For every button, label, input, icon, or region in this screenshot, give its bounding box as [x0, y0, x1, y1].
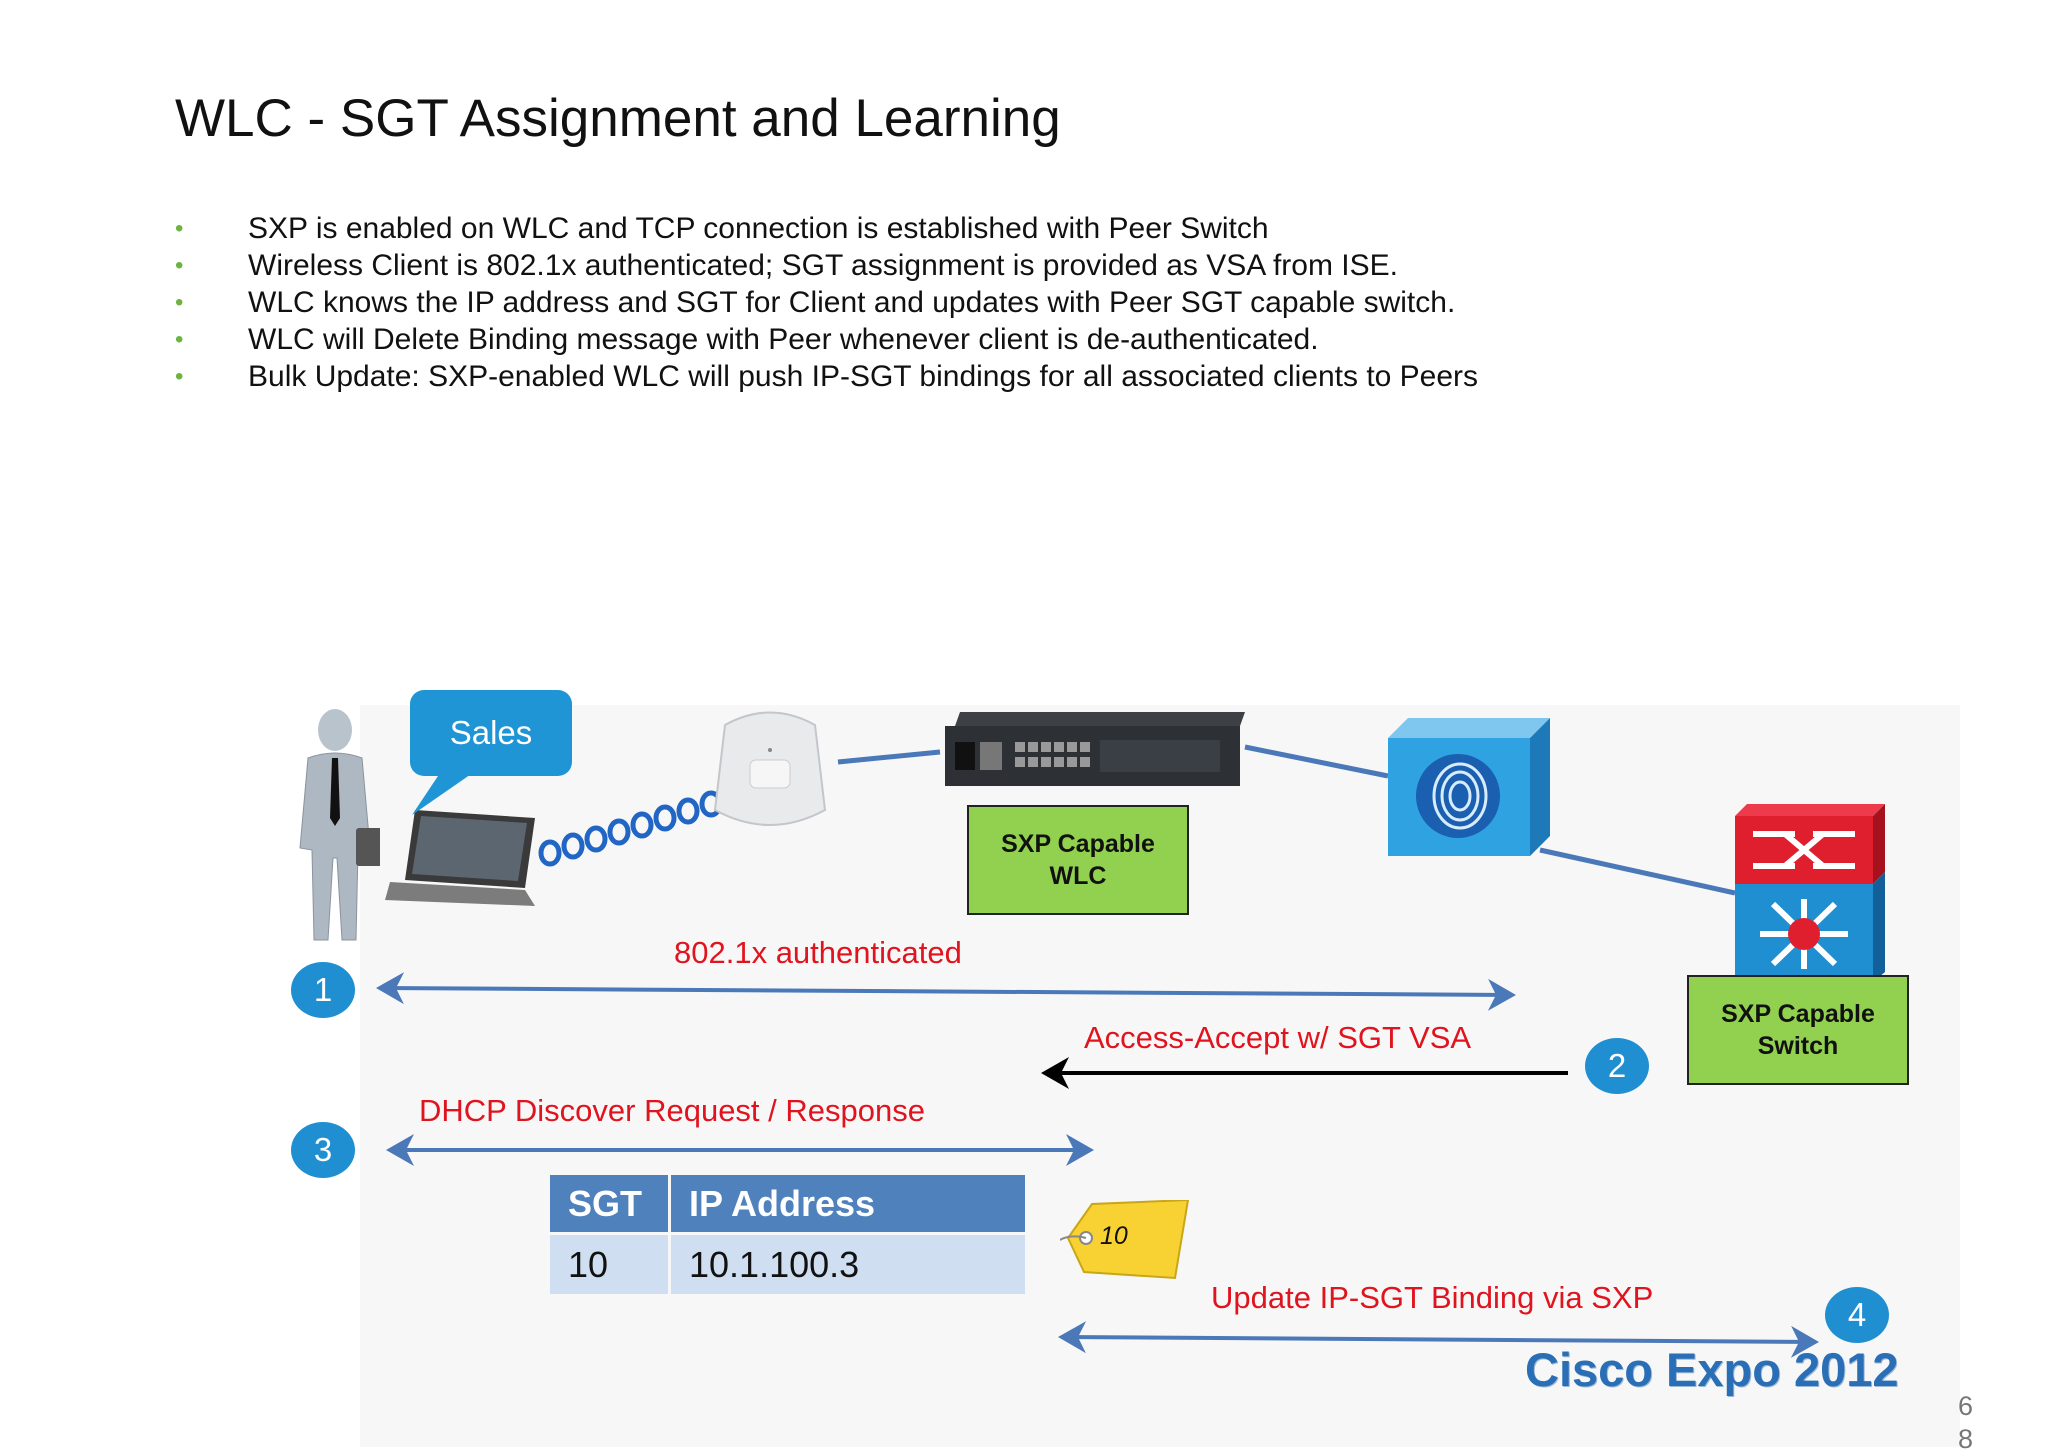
wireless-signal-icon — [538, 790, 723, 867]
table-row: 10 10.1.100.3 — [550, 1235, 1025, 1294]
bullet-item: • SXP is enabled on WLC and TCP connectio… — [175, 210, 1478, 247]
bullet-item: • WLC knows the IP address and SGT for Cl… — [175, 284, 1478, 321]
flow-label-step1: 802.1x authenticated — [674, 935, 962, 970]
event-logo-text: Cisco Expo 2012 — [1525, 1343, 1899, 1396]
bullet-list: • SXP is enabled on WLC and TCP connectio… — [175, 210, 1478, 395]
arrow-step1 — [376, 972, 1516, 1011]
bullet-text: Wireless Client is 802.1x authenticated;… — [248, 249, 1398, 282]
wlc-label: SXP Capable WLC — [967, 805, 1189, 915]
link-ap-wlc — [837, 749, 941, 765]
switch-label: SXP Capable Switch — [1687, 975, 1909, 1085]
bullet-item: • Wireless Client is 802.1x authenticated… — [175, 247, 1478, 284]
step-4-badge: 4 — [1825, 1287, 1889, 1343]
bullet-text: WLC knows the IP address and SGT for Cli… — [248, 286, 1456, 319]
flow-label-step2: Access-Accept w/ SGT VSA — [1084, 1020, 1472, 1055]
page-number: 68 — [1958, 1391, 1974, 1454]
switch-label-line1: SXP Capable — [1721, 1000, 1875, 1028]
flow-label-step4: Update IP-SGT Binding via SXP — [1211, 1280, 1654, 1315]
speech-bubble-tail — [412, 770, 477, 815]
link-ise-switch — [1539, 847, 1736, 896]
bullet-text: Bulk Update: SXP-enabled WLC will push I… — [248, 360, 1479, 393]
step-2-badge: 2 — [1585, 1038, 1649, 1094]
table-cell-ip: 10.1.100.3 — [671, 1235, 1025, 1294]
bullet-marker: • — [175, 252, 184, 279]
tag-icon — [1060, 1200, 1190, 1280]
arrow-step4 — [1058, 1321, 1819, 1358]
bullet-item: • WLC will Delete Binding message with Pe… — [175, 321, 1478, 358]
wlc-label-line2: WLC — [1049, 862, 1107, 890]
bullet-marker: • — [175, 363, 184, 390]
wlc-label-line1: SXP Capable — [1001, 830, 1155, 858]
access-point-icon — [713, 711, 827, 826]
bullet-text: WLC will Delete Binding message with Pee… — [248, 323, 1319, 356]
bullet-marker: • — [175, 326, 184, 353]
bullet-text: SXP is enabled on WLC and TCP connection… — [248, 212, 1269, 245]
sales-speech-bubble: Sales — [410, 690, 572, 776]
wlc-appliance-icon — [945, 712, 1245, 786]
bullet-marker: • — [175, 289, 184, 316]
flow-label-step3: DHCP Discover Request / Response — [419, 1093, 925, 1128]
slide-title: WLC - SGT Assignment and Learning — [175, 89, 1061, 148]
step-3-badge: 3 — [291, 1122, 355, 1178]
table-header-ip: IP Address — [671, 1175, 1025, 1232]
table-cell-sgt: 10 — [550, 1235, 668, 1294]
bullet-marker: • — [175, 215, 184, 242]
user-icon — [299, 709, 380, 941]
step-1-badge: 1 — [291, 962, 355, 1018]
table-header-row: SGT IP Address — [550, 1175, 1025, 1232]
switch-icon — [1735, 804, 1885, 982]
ise-fingerprint-icon — [1388, 718, 1550, 856]
link-wlc-ise — [1244, 744, 1389, 779]
tag-value: 10 — [1100, 1222, 1128, 1250]
laptop-icon — [385, 810, 535, 906]
table-header-sgt: SGT — [550, 1175, 668, 1232]
sgt-binding-table: SGT IP Address 10 10.1.100.3 — [547, 1172, 1028, 1297]
switch-label-line2: Switch — [1757, 1032, 1839, 1060]
bullet-item: • Bulk Update: SXP-enabled WLC will push … — [175, 358, 1478, 395]
